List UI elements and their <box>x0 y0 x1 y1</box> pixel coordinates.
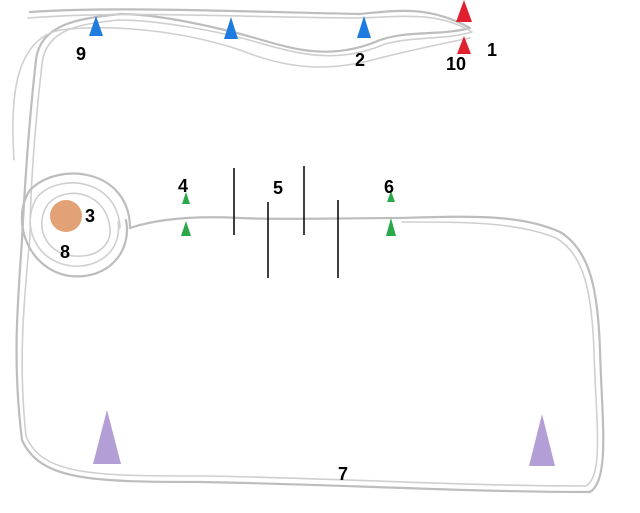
center-straight <box>128 216 402 230</box>
label-10: 10 <box>446 54 466 74</box>
red-cone <box>457 36 471 54</box>
green-cone <box>182 192 190 204</box>
label-1: 1 <box>487 40 497 60</box>
spiral-outer <box>20 172 132 278</box>
label-8: 8 <box>60 242 70 262</box>
green-cone <box>386 218 396 236</box>
label-4: 4 <box>178 176 188 196</box>
blue-cone <box>89 16 103 36</box>
spiral-inner <box>40 192 111 257</box>
pylon-circle <box>50 200 82 232</box>
spiral-mid <box>29 182 121 267</box>
outer-track-pass <box>21 13 599 487</box>
outer-track <box>15 8 605 494</box>
label-7: 7 <box>338 464 348 484</box>
label-9: 9 <box>76 44 86 64</box>
top-corridor <box>12 27 471 161</box>
label-5: 5 <box>273 178 283 198</box>
blue-cone <box>357 16 371 38</box>
purple-cone <box>529 414 555 466</box>
label-3: 3 <box>85 206 95 226</box>
label-6: 6 <box>384 177 394 197</box>
red-cone <box>456 0 472 22</box>
green-cone <box>387 191 395 202</box>
blue-cone <box>224 17 238 39</box>
green-cone <box>181 221 191 236</box>
purple-cone <box>93 410 121 464</box>
label-2: 2 <box>355 50 365 70</box>
